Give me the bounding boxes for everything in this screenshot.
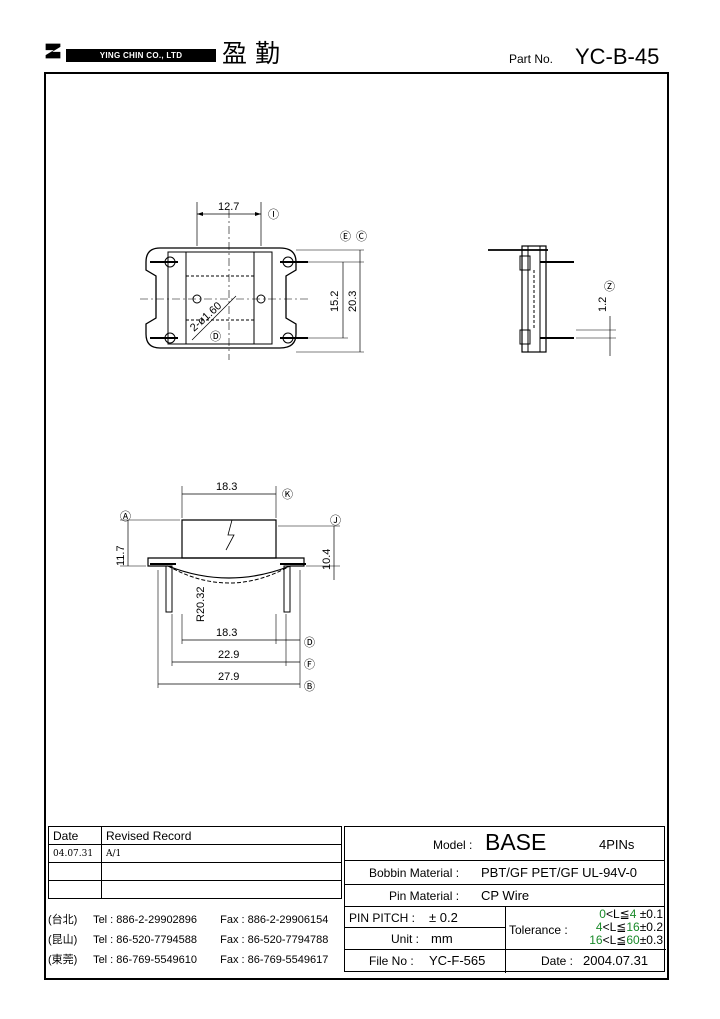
hole-callout-label: 2-ø1.60	[188, 300, 224, 334]
revision-date-header: Date	[48, 826, 102, 845]
marker-j: Ⓙ	[330, 514, 341, 527]
marker-f: Ⓕ	[304, 658, 315, 671]
contact-city: (台北)	[48, 914, 78, 926]
revision-table: Date Revised Record 04.07.31 A/1	[48, 826, 342, 899]
contact-fax: Fax : 86-769-5549617	[220, 954, 329, 966]
revision-record	[101, 880, 342, 899]
unit-label: Unit :	[391, 932, 420, 946]
top-view-inner-height-label: 15.2	[329, 291, 341, 312]
bobbin-row: Bobbin Material : PBT/GF PET/GF UL-94V-0	[345, 861, 664, 885]
tolerance-label: Tolerance :	[509, 923, 568, 937]
contact-tel: Tel : 886-2-29902896	[93, 914, 198, 926]
marker-d-front: Ⓓ	[304, 636, 315, 649]
marker-z: Ⓩ	[604, 280, 615, 293]
front-view-bottom-dim-3: 27.9	[218, 671, 239, 683]
contact-city: (昆山)	[48, 934, 78, 946]
front-view-top-width-label: 18.3	[216, 481, 237, 493]
part-no-value: YC-B-45	[575, 44, 660, 69]
drawing-frame	[44, 72, 669, 980]
marker-c: Ⓒ	[356, 230, 367, 243]
pin-material-row: Pin Material : CP Wire	[345, 885, 664, 907]
contact-tel: Tel : 86-769-5549610	[93, 954, 198, 966]
revision-record: A/1	[101, 844, 342, 863]
marker-i: Ⓘ	[268, 208, 279, 221]
front-view-right-height-label: 10.4	[321, 549, 333, 570]
title-block-divider	[505, 907, 506, 973]
model-row: Model : BASE 4PINs	[345, 827, 664, 861]
model-value: BASE	[485, 829, 547, 855]
part-no-label: Part No.	[509, 52, 554, 66]
revision-date: 04.07.31	[48, 844, 102, 863]
top-view-width-label: 12.7	[218, 201, 239, 213]
marker-a: Ⓐ	[120, 510, 131, 523]
bobbin-label: Bobbin Material :	[369, 866, 460, 880]
contact-row: (昆山) Tel : 86-520-7794588 Fax : 86-520-7…	[48, 930, 328, 950]
side-view	[488, 245, 616, 356]
bobbin-value: PBT/GF PET/GF UL-94V-0	[481, 865, 638, 880]
pin-material-value: CP Wire	[481, 888, 530, 903]
date-label: Date :	[541, 954, 574, 968]
company-logo-icon	[45, 43, 61, 59]
tolerance-list: 0<L≦4 ±0.1 4<L≦16±0.2 16<L≦60±0.3	[573, 908, 663, 947]
front-view-bottom-dim-1: 18.3	[216, 627, 237, 639]
contact-city: (東莞)	[48, 954, 78, 966]
tolerance-row: 16<L≦60±0.3	[589, 933, 663, 947]
marker-b: Ⓑ	[304, 680, 315, 693]
revision-date	[48, 880, 102, 899]
contact-fax: Fax : 86-520-7794788	[220, 934, 329, 946]
company-name: YING CHIN CO., LTD	[66, 49, 216, 62]
pin-pitch-label: PIN PITCH :	[349, 911, 416, 925]
contact-row: (東莞) Tel : 86-769-5549610 Fax : 86-769-5…	[48, 950, 328, 970]
unit-value: mm	[431, 931, 453, 946]
side-view-offset-label: 1.2	[597, 297, 609, 312]
tolerance-row: 4<L≦16±0.2	[595, 920, 663, 934]
front-view	[120, 486, 340, 688]
contact-fax: Fax : 886-2-29906154	[220, 914, 329, 926]
table-row	[48, 880, 342, 899]
marker-k: Ⓚ	[282, 488, 293, 501]
marker-d-top: Ⓓ	[210, 330, 221, 343]
title-block: Model : BASE 4PINs Bobbin Material : PBT…	[344, 826, 666, 973]
revision-date	[48, 862, 102, 881]
front-view-bottom-dim-2: 22.9	[218, 649, 239, 661]
pin-material-label: Pin Material :	[389, 889, 460, 903]
model-label: Model :	[433, 838, 473, 852]
company-chinese-name: 盈 勤	[222, 39, 280, 68]
contact-row: (台北) Tel : 886-2-29902896 Fax : 886-2-29…	[48, 910, 328, 930]
radius-label: R20.32	[195, 587, 207, 622]
date-value: 2004.07.31	[583, 953, 649, 968]
revision-record-header: Revised Record	[101, 826, 342, 845]
revision-record	[101, 862, 342, 881]
file-no-label: File No :	[369, 954, 414, 968]
pin-pitch-value: ± 0.2	[429, 910, 458, 925]
top-view	[140, 202, 364, 360]
file-no-value: YC-F-565	[429, 953, 486, 968]
marker-e: Ⓔ	[340, 230, 351, 243]
top-view-outer-height-label: 20.3	[347, 291, 359, 312]
contact-tel: Tel : 86-520-7794588	[93, 934, 198, 946]
table-row	[48, 862, 342, 881]
tolerance-row: 0<L≦4 ±0.1	[599, 907, 663, 921]
front-view-left-height-label: 11.7	[115, 545, 127, 566]
table-row: 04.07.31 A/1	[48, 844, 342, 863]
pin-count: 4PINs	[599, 837, 635, 852]
